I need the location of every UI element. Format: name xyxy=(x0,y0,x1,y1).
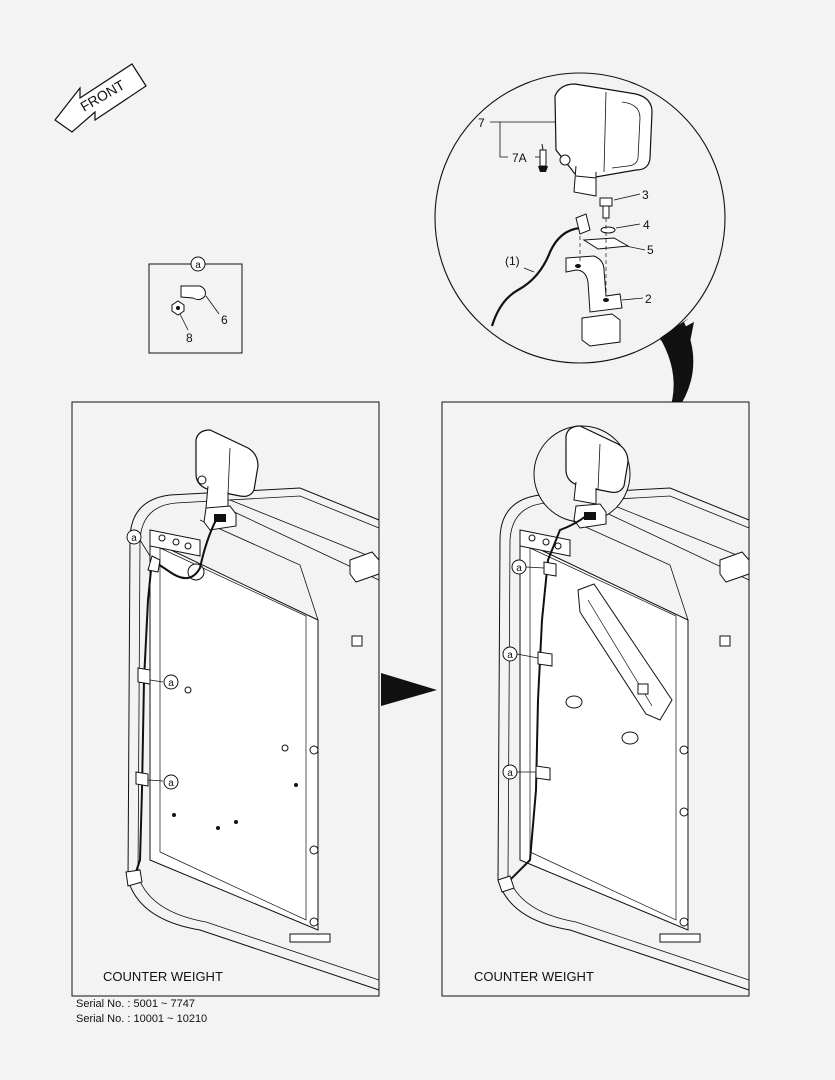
washer-part-4 xyxy=(600,226,616,234)
left-callout-a-2: a xyxy=(168,678,174,689)
left-panel-caption: COUNTER WEIGHT xyxy=(103,969,223,984)
part-4-label: 4 xyxy=(643,218,650,232)
bulb-part-7a xyxy=(538,143,548,172)
right-callout-a-2: a xyxy=(507,650,513,661)
part-7-label: 7 xyxy=(478,116,485,130)
bracket-part-2 xyxy=(565,255,623,313)
part-5-label: 5 xyxy=(647,243,654,257)
part-7a-label: 7A xyxy=(512,151,527,165)
part-8-label: 8 xyxy=(186,331,193,345)
panel-before: a a a COUNTER WEIGHT xyxy=(71,401,380,997)
right-panel-caption: COUNTER WEIGHT xyxy=(474,969,594,984)
part-2-label: 2 xyxy=(645,292,652,306)
serial-range-1: Serial No. : 5001 ~ 7747 xyxy=(76,998,195,1010)
right-callout-a-3: a xyxy=(507,768,513,779)
plate-part-5 xyxy=(582,237,630,250)
harness-part-1 xyxy=(490,226,581,327)
serial-range-2: Serial No. : 10001 ~ 10210 xyxy=(76,1013,208,1025)
front-arrow: FRONT xyxy=(54,63,147,133)
part-1-label: (1) xyxy=(505,254,520,268)
clamp-part-6 xyxy=(180,285,206,301)
part-6-label: 6 xyxy=(221,313,228,327)
right-callout-a-1: a xyxy=(516,563,522,574)
panel-after: a a a COUNTER WEIGHT xyxy=(441,401,750,997)
work-lamp-part-7 xyxy=(554,83,653,197)
transition-arrow xyxy=(381,673,437,706)
part-3-label: 3 xyxy=(642,188,649,202)
detail-a-callout-label: a xyxy=(195,260,201,271)
detail-a-box: a 6 8 xyxy=(148,256,243,354)
lamp-detail-circle: 7 7A 3 4 5 2 (1) xyxy=(434,72,726,364)
left-callout-a-1: a xyxy=(131,533,137,544)
detail-a-callout-circle xyxy=(190,256,206,272)
left-callout-a-3: a xyxy=(168,778,174,789)
